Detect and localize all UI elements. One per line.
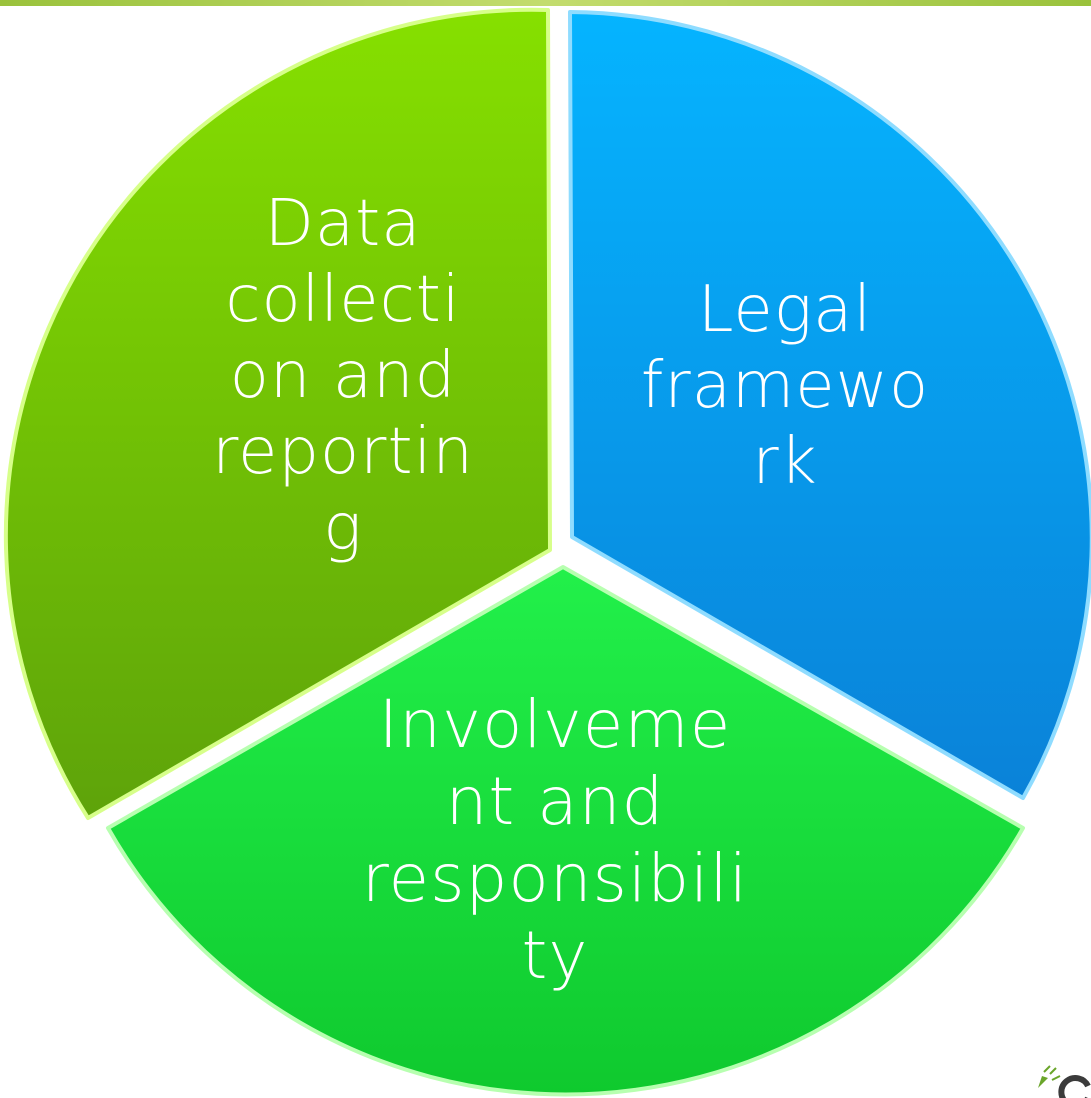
- label-involvement: Involveme nt and responsibili ty: [361, 686, 749, 994]
- segment-data-collection: [3, 7, 552, 820]
- label-legal-framework: Legal framewo rk: [640, 273, 930, 499]
- segment-legal-framework: [568, 10, 1091, 800]
- top-accent-bar: [0, 0, 1091, 6]
- segment-involvement: [106, 565, 1025, 1097]
- label-data-collection: Data collecti on and reportin g: [212, 187, 474, 565]
- logo-icon: [1038, 1065, 1091, 1098]
